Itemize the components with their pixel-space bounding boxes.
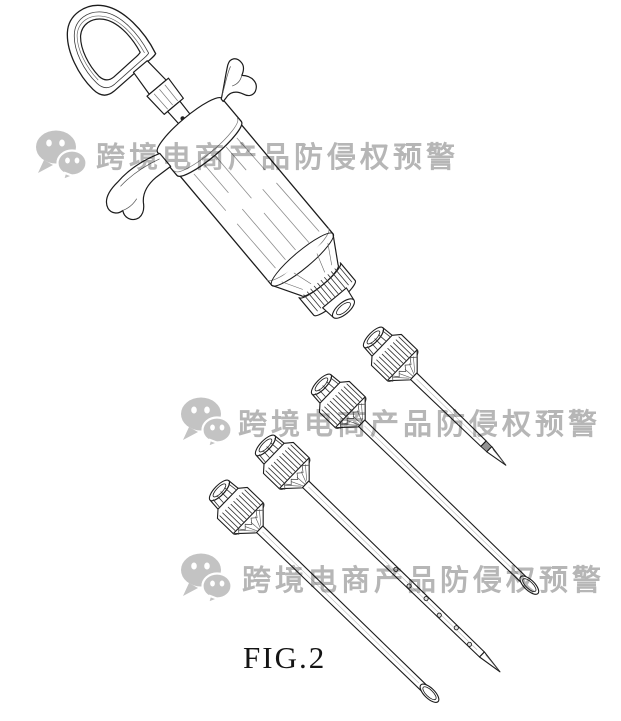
needle-3-perforated — [246, 425, 501, 673]
figure-caption: FIG.2 — [243, 640, 327, 675]
needle-1-short-pointed — [354, 317, 507, 466]
finger-grip-upper-wing — [220, 58, 257, 103]
angled-open-tip — [419, 683, 440, 703]
syringe-assembly — [66, 4, 357, 319]
needle-holes — [393, 566, 473, 647]
barrel — [156, 97, 335, 287]
needle-4-open-tip — [200, 470, 440, 703]
finger-grip-lower-wing — [105, 152, 172, 221]
nozzle — [270, 232, 357, 319]
angled-open-tip — [519, 575, 540, 595]
needle-2-open-tip — [302, 364, 540, 595]
